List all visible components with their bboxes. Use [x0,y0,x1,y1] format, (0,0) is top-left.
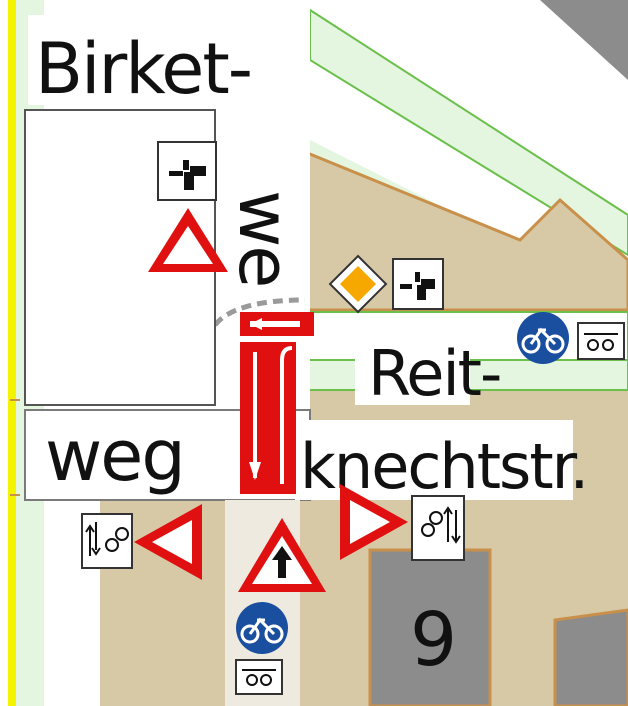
street-label-weg: weg [45,415,184,497]
no-through-road-turn-icon [392,258,444,310]
crossroad-priority-sign-icon [157,141,217,201]
bicycle-both-directions-icon-right [411,495,465,561]
label-plate-birket [28,15,310,105]
building-top-right [410,0,628,80]
bicycle-both-directions-icon-left [81,513,133,569]
building-bottom-right [553,608,628,706]
road-casing-dashed [213,297,306,327]
warning-triangle-right-icon [340,484,408,560]
pedestrian-priority-warning-icon [238,518,326,592]
street-label-we: we [223,190,305,286]
bicycle-both-directions-icon [577,322,625,360]
boundary-yellow [8,0,16,706]
building-house-9 [368,548,492,706]
cycle-path-sign-icon [517,312,569,364]
label-plate-reit [355,325,470,405]
cycle-path-sign-icon-bottom [236,602,288,654]
one-way-arrows-icon [240,312,314,494]
street-label-birket: Birket- [35,28,251,110]
priority-road-sign-icon [328,254,388,314]
street-label-reit: Reit- [368,337,500,410]
house-number: 9 [410,597,457,683]
bicycle-both-directions-icon-bottom [235,659,283,695]
warning-triangle-icon [148,208,228,272]
warning-triangle-left-icon [134,504,202,580]
